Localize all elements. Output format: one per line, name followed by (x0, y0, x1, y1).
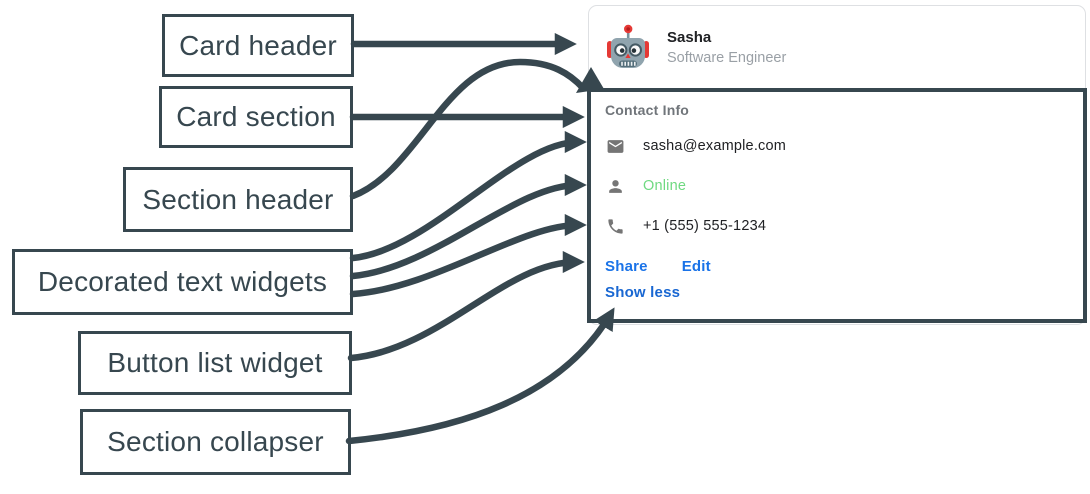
person-icon (605, 177, 625, 196)
label-decorated-text-widgets-text: Decorated text widgets (37, 266, 328, 297)
arrow-decorated-phone (349, 213, 587, 298)
label-section-collapser-text: Section collapser (107, 426, 324, 457)
arrow-decorated-status (349, 173, 587, 280)
email-text: sasha@example.com (643, 138, 787, 154)
arrow-section-header (349, 58, 587, 200)
label-card-section-text: Card section (176, 101, 336, 132)
robot-avatar-icon (607, 24, 649, 68)
card-header-texts: Sasha Software Engineer (667, 29, 786, 66)
label-card-section: Card section (159, 86, 353, 148)
label-button-list-widget-text: Button list widget (107, 347, 323, 378)
label-card-header: Card header (162, 14, 354, 77)
arrow-decorated-email (349, 130, 587, 262)
section-header: Contact Info (605, 102, 690, 118)
decorated-text-widget-status: Online (605, 176, 1069, 196)
edit-button[interactable]: Edit (681, 257, 711, 275)
label-button-list-widget: Button list widget (78, 331, 352, 395)
phone-text: +1 (555) 555-1234 (643, 218, 767, 234)
label-section-header-text: Section header (142, 183, 334, 215)
card-header: Sasha Software Engineer (589, 6, 1085, 88)
button-list-widget: Share Edit (605, 256, 1069, 276)
card-title: Sasha (667, 28, 712, 46)
label-card-header-text: Card header (179, 29, 337, 61)
arrow-button-list (347, 250, 585, 362)
section-collapser-button[interactable]: Show less (605, 284, 681, 301)
status-text: Online (643, 178, 687, 194)
card-subtitle: Software Engineer (667, 49, 787, 66)
email-icon (605, 137, 625, 156)
decorated-text-widget-phone: +1 (555) 555-1234 (605, 216, 1069, 236)
card-section: Contact Info sasha@example.com Online +1… (587, 88, 1087, 323)
contact-card: Sasha Software Engineer Contact Info sas… (587, 5, 1087, 325)
phone-icon (605, 217, 625, 236)
label-decorated-text-widgets: Decorated text widgets (12, 249, 353, 315)
arrow-section-collapser (345, 307, 615, 445)
label-section-collapser: Section collapser (80, 409, 351, 475)
label-section-header: Section header (123, 167, 353, 232)
decorated-text-widget-email: sasha@example.com (605, 136, 1069, 156)
share-button[interactable]: Share (605, 257, 648, 275)
